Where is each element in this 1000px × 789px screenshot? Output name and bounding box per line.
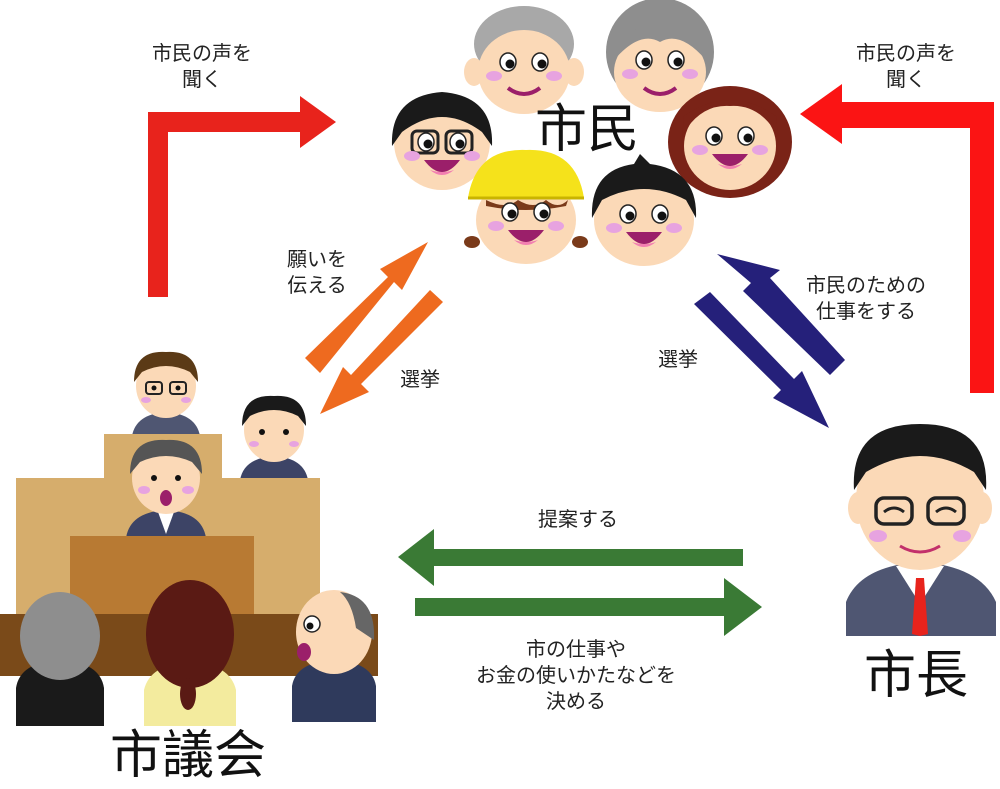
election-label-right: 選挙 (636, 346, 720, 372)
audience-old-man (292, 590, 376, 722)
citizens-title: 市民 (535, 100, 639, 160)
audience-woman (144, 580, 236, 726)
election-arrow-left (320, 290, 443, 414)
audience-grey-hair (16, 592, 104, 726)
citizen-girl-hat-face (464, 150, 588, 264)
council-chair-person (132, 352, 200, 436)
election-label-left: 選挙 (378, 366, 462, 392)
work-for-citizens-label: 市民のための 仕事をする (778, 272, 954, 324)
propose-arrow (398, 529, 743, 586)
council-speaker (126, 440, 206, 538)
mayor-figure (846, 424, 996, 636)
listen-label-right: 市民の声を 聞く (826, 40, 986, 92)
convey-wishes-label: 願いを 伝える (262, 246, 372, 298)
propose-label: 提案する (508, 506, 648, 532)
decide-arrow (415, 578, 762, 636)
citizen-woman-face (668, 86, 792, 198)
citizen-grandpa-face (464, 6, 584, 114)
decide-label: 市の仕事や お金の使いかたなどを 決める (446, 636, 706, 714)
mayor-title: 市長 (864, 646, 968, 706)
council-figure (0, 352, 378, 726)
council-title: 市議会 (110, 726, 266, 786)
listen-label-left: 市民の声を 聞く (122, 40, 282, 92)
council-side-person (240, 396, 308, 480)
